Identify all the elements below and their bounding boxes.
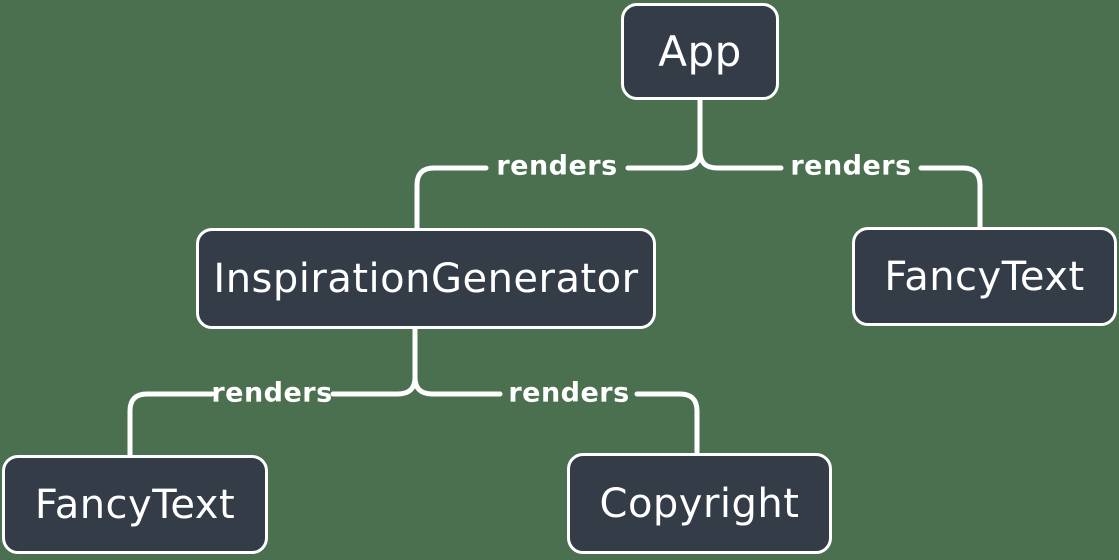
node-inspiration-generator: InspirationGenerator (196, 228, 656, 329)
node-fancy-text-bottom-label: FancyText (34, 481, 236, 528)
edge-label-renders-app-inspirationgenerator: renders (496, 150, 618, 182)
node-fancy-text-top-label: FancyText (884, 253, 1085, 300)
edge-label-renders-inspirationgenerator-copyright: renders (508, 377, 630, 409)
node-fancy-text-bottom: FancyText (2, 455, 268, 554)
node-app-label: App (658, 27, 742, 76)
edge-app-fancytext (697, 97, 983, 231)
node-copyright-label: Copyright (599, 480, 800, 527)
node-fancy-text-top: FancyText (852, 227, 1117, 326)
node-copyright: Copyright (567, 453, 832, 554)
node-app: App (621, 3, 779, 100)
edge-inspirationgenerator-copyright (412, 327, 700, 457)
edge-label-renders-inspirationgenerator-fancytext: renders (211, 377, 333, 409)
node-inspiration-generator-label: InspirationGenerator (213, 255, 639, 302)
edge-label-renders-app-fancytext: renders (790, 150, 912, 182)
